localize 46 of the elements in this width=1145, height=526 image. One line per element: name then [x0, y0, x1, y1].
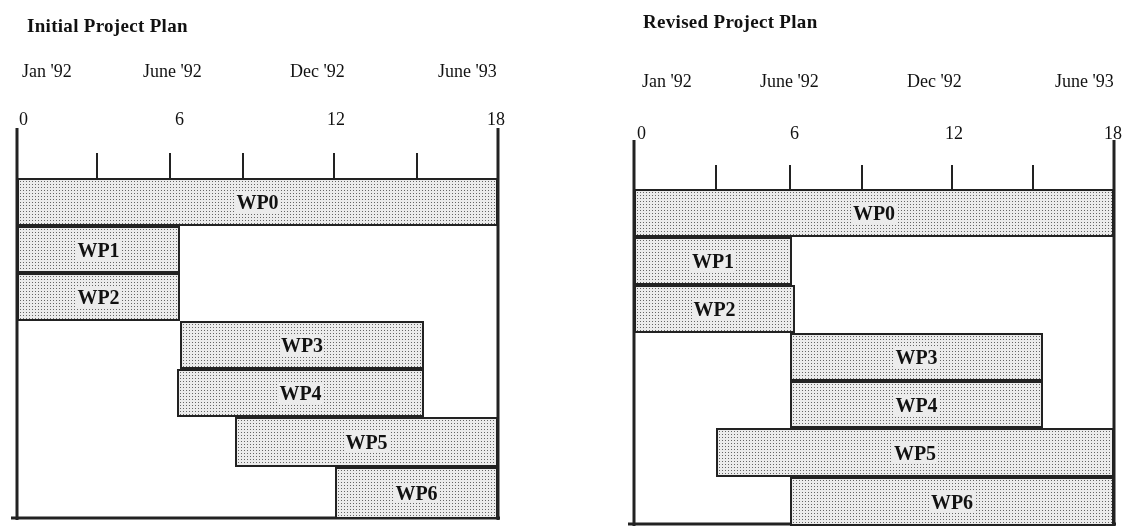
work-package-bar — [790, 381, 1043, 428]
work-package-bar — [17, 178, 498, 226]
work-package-bar — [790, 477, 1114, 526]
bar-label: WP0 — [851, 203, 897, 223]
bar-label: WP5 — [344, 432, 389, 452]
bar-label: WP5 — [892, 442, 938, 463]
bar-label: WP4 — [894, 394, 939, 415]
date-label: Dec '92 — [290, 62, 345, 80]
work-package-bar — [716, 428, 1114, 477]
work-package-bar — [177, 369, 424, 417]
bar-label: WP4 — [278, 383, 323, 403]
bar-label: WP2 — [692, 299, 737, 319]
chart-title: Initial Project Plan — [27, 14, 188, 38]
month-number: 18 — [487, 110, 505, 128]
bar-label: WP6 — [394, 483, 439, 503]
date-label: Jan '92 — [642, 72, 692, 90]
work-package-bar — [634, 189, 1114, 237]
date-label: June '92 — [760, 72, 819, 90]
chart-title: Revised Project Plan — [643, 10, 818, 34]
date-label: June '93 — [1055, 72, 1114, 90]
work-package-bar — [17, 273, 180, 321]
month-number: 0 — [19, 110, 28, 128]
work-package-bar — [634, 237, 792, 285]
bar-label: WP1 — [76, 239, 121, 260]
date-label: June '93 — [438, 62, 497, 80]
work-package-bar — [790, 333, 1043, 381]
month-number: 6 — [790, 124, 799, 142]
work-package-bar — [235, 417, 498, 467]
bar-label: WP3 — [279, 335, 325, 355]
month-number: 12 — [327, 110, 345, 128]
month-number: 6 — [175, 110, 184, 128]
month-number: 18 — [1104, 124, 1122, 142]
month-number: 0 — [637, 124, 646, 142]
bar-label: WP1 — [690, 251, 736, 271]
date-label: Dec '92 — [907, 72, 962, 90]
bar-label: WP3 — [894, 347, 939, 367]
work-package-bar — [634, 285, 795, 333]
work-package-bar — [17, 226, 180, 273]
date-label: June '92 — [143, 62, 202, 80]
date-label: Jan '92 — [22, 62, 72, 80]
month-number: 12 — [945, 124, 963, 142]
work-package-bar — [180, 321, 424, 369]
bar-label: WP0 — [235, 192, 280, 212]
bar-label: WP6 — [929, 491, 975, 512]
bar-label: WP2 — [76, 287, 121, 307]
work-package-bar — [335, 467, 498, 519]
